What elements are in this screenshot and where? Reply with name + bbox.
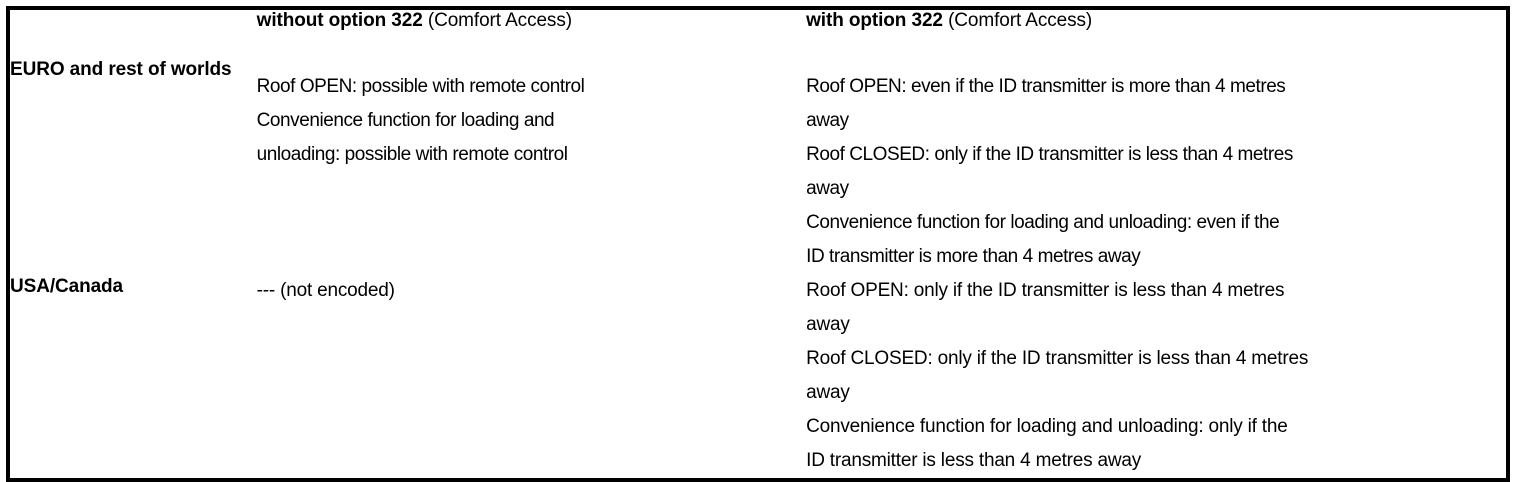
row-label-usa-canada: USA/Canada: [8, 274, 257, 480]
cell-euro-with-option: Roof OPEN: even if the ID transmitter is…: [806, 57, 1508, 274]
header-with-option-strong: with option 322: [806, 10, 943, 31]
cell-text-line: away: [806, 382, 850, 403]
cell-text-line: --- (not encoded): [256, 280, 395, 301]
cell-usa-with-option: Roof OPEN: only if the ID transmitter is…: [806, 274, 1508, 480]
cell-text-line: ID transmitter is more than 4 metres awa…: [806, 246, 1141, 267]
header-without-option-strong: without option 322: [256, 10, 423, 31]
cell-text-line: Convenience function for loading and: [256, 110, 555, 131]
cell-text-line: Convenience function for loading and unl…: [806, 212, 1280, 233]
cell-text-line: ID transmitter is less than 4 metres awa…: [806, 450, 1142, 471]
cell-text-line: Roof OPEN: even if the ID transmitter is…: [806, 76, 1286, 97]
header-without-option-normal: (Comfort Access): [422, 10, 572, 31]
table-row: USA/Canada --- (not encoded) Roof OPEN: …: [8, 274, 1508, 480]
header-cell-without-option: without option 322 (Comfort Access): [256, 8, 807, 57]
cell-text-line: Roof OPEN: possible with remote control: [256, 76, 585, 97]
header-cell-with-option: with option 322 (Comfort Access): [806, 8, 1508, 57]
comfort-access-spec-table: without option 322 (Comfort Access) with…: [6, 6, 1510, 482]
cell-text-line: Roof CLOSED: only if the ID transmitter …: [806, 144, 1293, 165]
table-row: EURO and rest of worlds Roof OPEN: possi…: [8, 57, 1508, 274]
cell-text-line: Convenience function for loading and unl…: [806, 416, 1288, 437]
cell-usa-without-option: --- (not encoded): [256, 274, 807, 480]
cell-text-line: away: [806, 110, 849, 131]
cell-text-line: Roof CLOSED: only if the ID transmitter …: [806, 348, 1309, 369]
cell-text-line: away: [806, 178, 849, 199]
cell-text-line: away: [806, 314, 850, 335]
cell-text-line: Roof OPEN: only if the ID transmitter is…: [806, 280, 1285, 301]
table-header-row: without option 322 (Comfort Access) with…: [8, 8, 1508, 57]
cell-text-line: unloading: possible with remote control: [256, 144, 568, 165]
header-cell-region: [8, 8, 257, 57]
header-with-option-normal: (Comfort Access): [942, 10, 1093, 31]
row-label-euro: EURO and rest of worlds: [8, 57, 257, 274]
cell-euro-without-option: Roof OPEN: possible with remote control …: [256, 57, 807, 274]
